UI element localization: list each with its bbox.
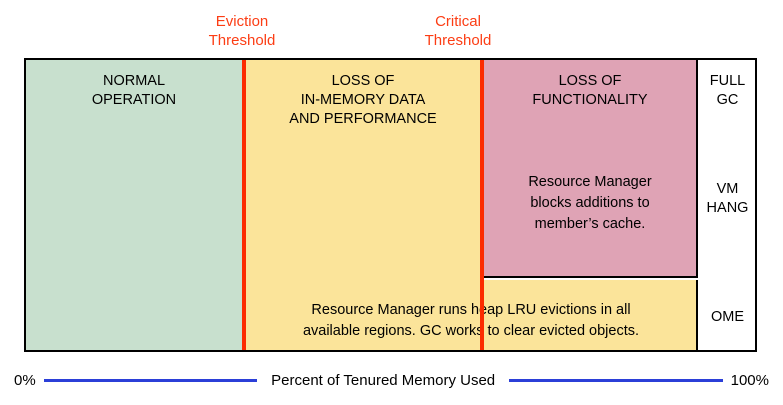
band-loss-of-functionality: LOSS OF FUNCTIONALITY Resource Manager b… <box>484 60 698 278</box>
memory-percent-axis: 0% Percent of Tenured Memory Used 100% <box>14 366 769 394</box>
band-loss-of-in-memory-data: LOSS OF IN-MEMORY DATA AND PERFORMANCE <box>246 60 480 350</box>
axis-min-label: 0% <box>14 371 36 389</box>
gc-state-label-vm-hang: VM HANG <box>706 181 749 216</box>
memory-usage-chart: NORMAL OPERATION LOSS OF IN-MEMORY DATA … <box>24 58 757 352</box>
eviction-threshold-rule <box>242 60 246 350</box>
axis-title: Percent of Tenured Memory Used <box>271 371 496 389</box>
band-eviction-strip: Resource Manager runs heap LRU evictions… <box>303 280 698 350</box>
critical-threshold-label: Critical Threshold <box>424 13 492 49</box>
axis-rule-left <box>43 378 258 382</box>
axis-max-label: 100% <box>730 371 769 389</box>
axis-rule-right <box>509 378 723 382</box>
critical-threshold-rule <box>480 60 484 350</box>
gc-state-label-full-gc: FULL GC <box>709 73 746 108</box>
band-gc-states-column: FULL GC VM HANG OME <box>700 60 755 350</box>
gc-state-label-ome: OME <box>710 309 745 325</box>
band-loss-of-functionality-body: Resource Manager blocks additions to mem… <box>528 174 652 232</box>
band-loss-of-functionality-title: LOSS OF FUNCTIONALITY <box>532 73 648 108</box>
band-eviction-strip-body: Resource Manager runs heap LRU evictions… <box>302 302 640 339</box>
band-normal-operation: NORMAL OPERATION <box>26 60 242 350</box>
band-loss-of-in-memory-data-title: LOSS OF IN-MEMORY DATA AND PERFORMANCE <box>289 73 437 127</box>
eviction-threshold-label: Eviction Threshold <box>208 13 276 49</box>
band-normal-operation-title: NORMAL OPERATION <box>91 73 177 108</box>
